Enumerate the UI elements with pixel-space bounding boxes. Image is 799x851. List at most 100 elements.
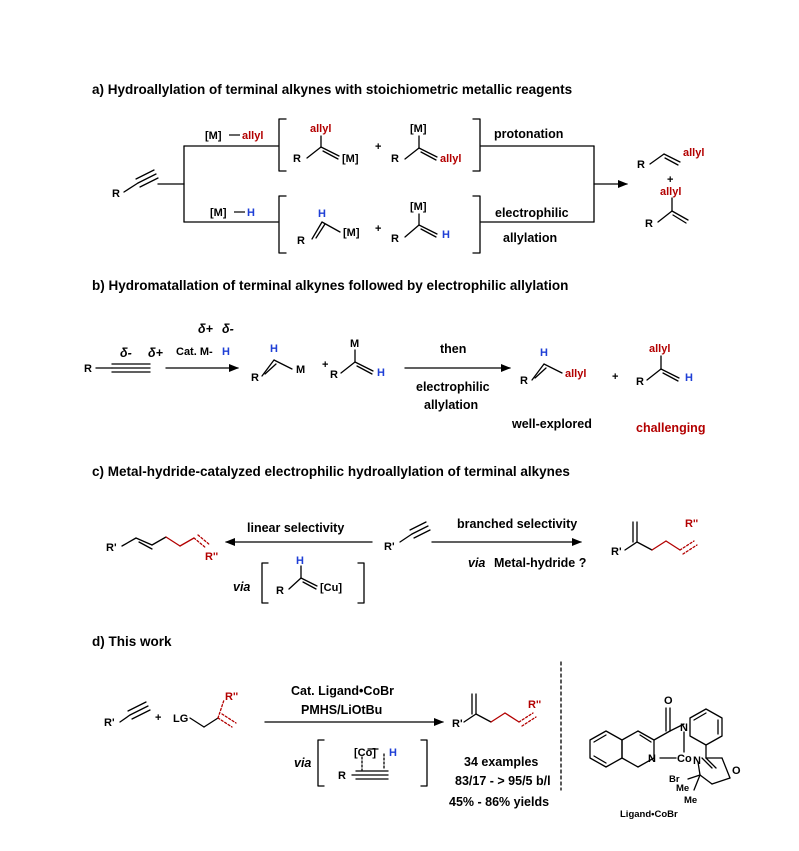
section-a-title: a) Hydroallylation of terminal alkynes w…	[92, 82, 572, 97]
a-bottom-left-r: R	[297, 235, 305, 247]
d-cond-2: PMHS/LiOtBu	[301, 703, 382, 717]
b-start-r: R	[84, 363, 92, 375]
a-bottom-left-m: [M]	[343, 227, 360, 239]
a-plus-top: +	[375, 141, 381, 153]
c-center-r-prime: R'	[384, 541, 395, 553]
b-product-allyl: allyl	[565, 368, 586, 380]
d-co: [Co]	[354, 747, 376, 759]
a-bottom-right-m: [M]	[410, 201, 427, 213]
ligand-label: Ligand•CoBr	[620, 809, 678, 820]
b-vinyl2-r: R	[330, 369, 338, 381]
c-cu-r: R	[276, 585, 284, 597]
b-cat: Cat. M-	[176, 346, 213, 358]
d-plus: +	[155, 712, 161, 724]
b-cat-h: H	[222, 346, 230, 358]
b-electrophilic: electrophilic	[416, 380, 490, 394]
b-vinyl-h: H	[270, 343, 278, 355]
a-top-right-r: R	[391, 153, 399, 165]
c-cu-h: H	[296, 555, 304, 567]
b-plus: +	[322, 359, 328, 371]
a-step-protonation: protonation	[494, 127, 563, 141]
b-delta-minus-2: δ-	[222, 322, 234, 336]
b-vinyl2-m: M	[350, 338, 359, 350]
c-linear-r-dprime: R''	[205, 551, 219, 563]
c-linear-r-prime: R'	[106, 542, 117, 554]
c-cu: [Cu]	[320, 582, 342, 594]
a-top-left-r: R	[293, 153, 301, 165]
a-step-allylation: allylation	[503, 231, 557, 245]
b-delta-plus: δ+	[148, 346, 164, 360]
section-c-title: c) Metal-hydride-catalyzed electrophilic…	[92, 464, 570, 479]
b-vinyl2-h: H	[377, 367, 385, 379]
d-alkyne-r-prime: R'	[104, 717, 115, 729]
ligand-o: O	[664, 695, 673, 707]
c-via-2: via	[468, 556, 485, 570]
a-reagent-bottom-m: [M]	[210, 207, 227, 219]
c-branched-r-prime: R'	[611, 546, 622, 558]
ligand-co: Co	[677, 753, 692, 765]
a-bottom-right-h: H	[442, 229, 450, 241]
ligand-oxazoline-n: N	[693, 755, 701, 767]
ligand-quinoline-n: N	[648, 753, 656, 765]
b-vinyl-m: M	[296, 364, 305, 376]
b-challenging: challenging	[636, 421, 705, 435]
a-step-electrophilic: electrophilic	[495, 206, 569, 220]
a-reagent-bottom-h: H	[247, 207, 255, 219]
d-product-r-dprime: R''	[528, 699, 542, 711]
ligand-me-1: Me	[676, 783, 689, 794]
a-plus-bottom: +	[375, 223, 381, 235]
b-vinyl-r: R	[251, 372, 259, 384]
b-well-explored: well-explored	[511, 417, 592, 431]
d-co-h: H	[389, 747, 397, 759]
d-via-r: R	[338, 770, 346, 782]
a-product-branched-allyl: allyl	[660, 186, 681, 198]
c-branched-selectivity: branched selectivity	[457, 517, 577, 531]
ligand-me-2: Me	[684, 795, 697, 806]
section-a-graphics	[123, 118, 689, 254]
c-linear-selectivity: linear selectivity	[247, 521, 344, 535]
b-product-h: H	[540, 347, 548, 359]
ligand-br: Br	[669, 774, 680, 785]
d-lg-r-dprime: R''	[225, 691, 239, 703]
d-lg: LG	[173, 713, 188, 725]
a-product-linear-r: R	[637, 159, 645, 171]
b-allylation: allylation	[424, 398, 478, 412]
section-d-graphics	[119, 661, 731, 791]
a-top-left-m: [M]	[342, 153, 359, 165]
ligand-amide-n: N	[680, 722, 688, 734]
a-start-r: R	[112, 188, 120, 200]
d-examples: 34 examples	[464, 755, 538, 769]
section-c-graphics	[121, 521, 698, 604]
a-product-branched-r: R	[645, 218, 653, 230]
b-product-r: R	[520, 375, 528, 387]
d-yields: 45% - 86% yields	[449, 795, 549, 809]
section-b-graphics	[95, 349, 680, 382]
b-delta-plus-2: δ+	[198, 322, 214, 336]
b-product2-allyl: allyl	[649, 343, 670, 355]
d-via: via	[294, 756, 311, 770]
section-b-title: b) Hydromatallation of terminal alkynes …	[92, 278, 568, 293]
ligand-oxazoline-o: O	[732, 765, 741, 777]
c-via: via	[233, 580, 250, 594]
b-product2-h: H	[685, 372, 693, 384]
section-d-title: d) This work	[92, 634, 172, 649]
a-bottom-left-h: H	[318, 208, 326, 220]
d-ratio: 83/17 - > 95/5 b/l	[455, 774, 551, 788]
a-bottom-right-r: R	[391, 233, 399, 245]
a-reagent-top-allyl: allyl	[242, 130, 263, 142]
b-product2-r: R	[636, 376, 644, 388]
a-top-left-allyl: allyl	[310, 123, 331, 135]
b-delta-minus: δ-	[120, 346, 132, 360]
b-product-plus: +	[612, 371, 618, 383]
a-top-right-m: [M]	[410, 123, 427, 135]
a-product-linear-allyl: allyl	[683, 147, 704, 159]
d-product-r-prime: R'	[452, 718, 463, 730]
a-product-plus: +	[667, 174, 673, 186]
d-cond-1: Cat. Ligand•CoBr	[291, 684, 394, 698]
b-then: then	[440, 342, 466, 356]
a-reagent-top-m: [M]	[205, 130, 222, 142]
a-top-right-allyl: allyl	[440, 153, 461, 165]
c-branched-r-dprime: R''	[685, 518, 699, 530]
c-metal-hydride: Metal-hydride ?	[494, 556, 586, 570]
